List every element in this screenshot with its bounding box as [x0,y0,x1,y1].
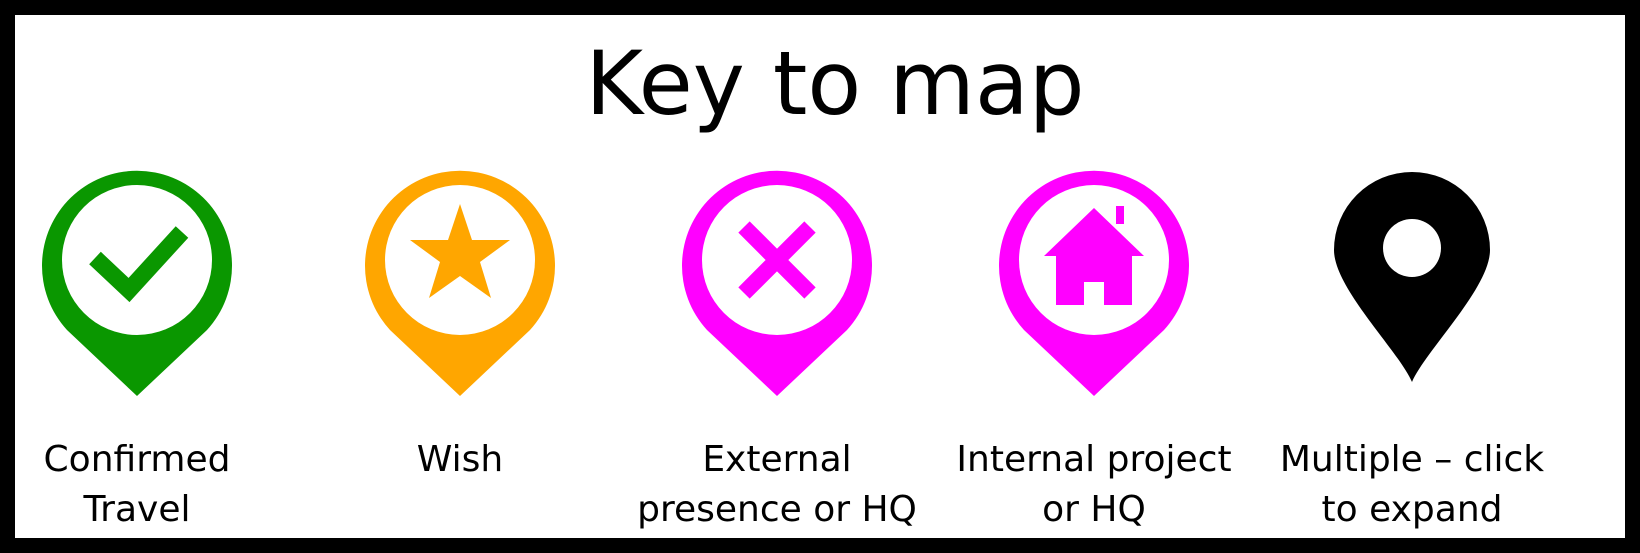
legend-label: External presence or HQ [637,439,917,530]
pin-shape [365,170,555,396]
multiple-pin-icon [1312,160,1512,400]
legend-label: Wish [416,439,504,480]
legend-label: Confirmed Travel [43,439,231,530]
wish-pin-icon [360,160,560,400]
legend-label: Internal project or HQ [956,439,1232,530]
pin-shape [999,170,1189,396]
pin-shape [1334,172,1490,382]
internal-project-pin-icon [994,160,1194,400]
legend-title: Key to map [585,32,1085,135]
legend-label: Multiple – click to expand [1279,439,1545,530]
external-presence-pin-icon [677,160,877,400]
pin-shape [41,170,232,396]
pin-shape [682,170,872,396]
confirmed-travel-pin-icon [37,160,237,400]
